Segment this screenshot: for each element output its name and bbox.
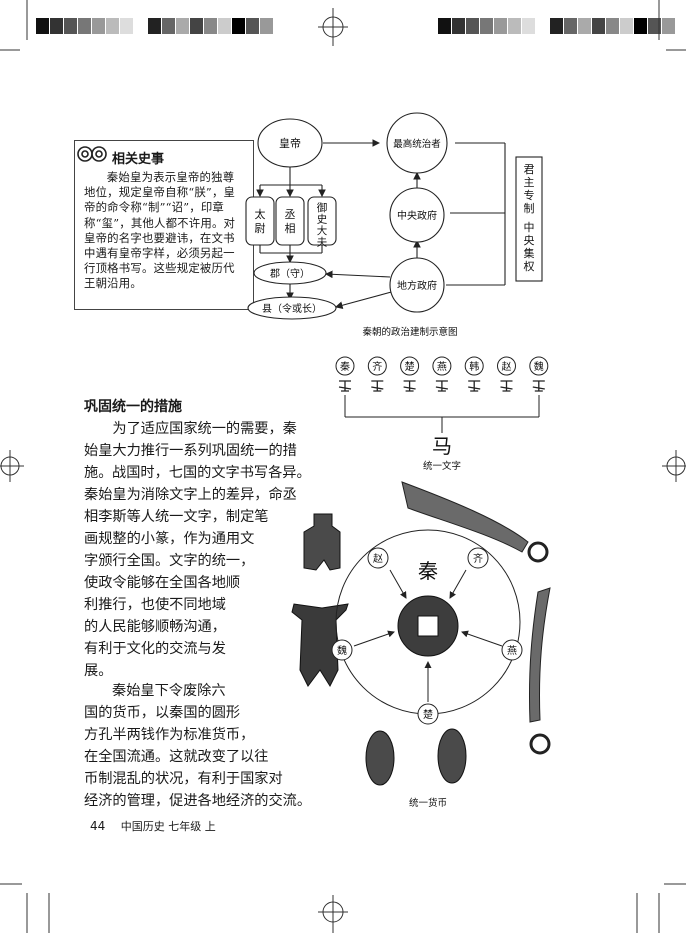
currency-state-label: 燕 [507,645,517,657]
seal-script-glyph [371,380,384,392]
local-government-node [389,257,445,313]
state-label: 魏 [534,360,544,373]
unified-currency-caption: 统一货币 [409,797,447,809]
related-history-title: 相关史事 [112,152,165,167]
paragraph-line: 画规整的小篆，作为通用文 [84,531,255,547]
seal-script-glyph [532,380,545,392]
state-circle [529,356,549,376]
knife-coin-right [528,587,551,755]
county-label: 县（令或长） [262,302,322,315]
state-label: 秦 [340,360,350,373]
currency-state-circle [367,547,389,569]
ant-nose-coin-right [437,728,467,784]
registration-mark-right [662,450,686,482]
seal-script-glyph [468,380,481,392]
book-title: 中国历史 七年级 上 [120,820,216,833]
currency-state-label: 赵 [373,552,383,565]
related-history-text: 秦始皇为表示皇帝的独尊地位，规定皇帝自称“朕”，皇帝的命令称“制”“诏”，印章称… [84,170,236,291]
currency-state-circle [331,639,353,661]
supreme-ruler-node [386,112,448,174]
paragraph-line: 秦始皇为消除文字上的差异，命丞 [84,487,297,503]
seal-script-glyph [500,380,513,392]
centralization-box [515,156,543,282]
paragraph-line: 经济的管理，促进各地经济的交流。 [84,793,312,809]
local-government-label: 地方政府 [397,279,437,292]
paragraph-line: 币制混乱的状况，有利于国家对 [84,771,283,787]
paragraph-line: 在全国流通。这就改变了以往 [84,749,269,765]
page-footer: 44 中国历史 七年级 上 [90,818,216,834]
unified-script-diagram: 秦 齐 楚 燕 韩 赵 魏 马 统一文字 [335,356,549,472]
seal-script-glyph [338,380,352,392]
print-color-bar-left [36,18,274,34]
state-label: 楚 [405,360,415,373]
paragraph-line: 有利于文化的交流与发 [84,641,226,657]
state-circle [400,356,420,376]
paragraph-intro: 为了适应国家统一的需要，秦始皇大力推行一系列巩固统一的措施。 [84,421,297,481]
state-circle [335,356,355,376]
state-label: 赵 [502,360,512,373]
paragraph-line: 战国时，七国的文字书写各异。 [112,465,311,481]
state-circle [464,356,484,376]
taiwei-node [245,196,275,246]
county-node [247,296,337,320]
currency-state-circle [467,547,489,569]
paragraph-line: 的人民能够顺畅沟通， [84,619,226,635]
currency-state-circle [417,703,439,725]
paragraph-line: 方孔半两钱作为标准货币， [84,727,255,743]
chengxiang-label: 丞相 [285,208,296,235]
unified-currency-diagram: 秦 赵 齐魏 燕楚 统一货币 [291,481,551,809]
swirl-icon [77,146,107,162]
seal-script-glyph [403,380,416,392]
state-label: 齐 [372,360,382,373]
yushi-label: 御史大夫 [317,201,328,249]
small-seal-glyph: 马 [432,434,452,458]
chengxiang-node [275,196,305,246]
state-circle [497,356,516,376]
state-label: 燕 [437,361,447,373]
taiwei-label: 太尉 [255,208,266,235]
knife-coin-top [401,481,549,563]
spade-coin-bottom [291,603,349,688]
seal-script-glyph [435,380,449,392]
paragraph-line: 相李斯等人统一文字，制定笔 [84,509,269,525]
political-structure-diagram: 皇帝 最高统治者 中央政府 地方政府 郡（守） 县（令或长） 秦朝的政治建制示意… [245,112,543,338]
commandery-node [253,261,327,285]
state-label: 韩 [469,360,479,373]
currency-state-circle [501,639,523,661]
centralization-label: 中央集权 [524,221,535,273]
registration-mark-bottom [318,895,348,933]
banliang-coin [397,595,459,657]
central-government-node [389,187,445,243]
emperor-node [257,118,323,168]
paragraph-line: 使政令能够在全国各地顺 [84,575,241,591]
qin-label: 秦 [418,559,438,583]
commandery-label: 郡（守） [270,267,310,280]
section-heading: 巩固统一的措施 [84,399,182,415]
state-circle [432,356,452,376]
registration-mark-left [0,450,24,482]
registration-mark-top [318,8,348,46]
currency-state-label: 楚 [423,708,433,721]
diagram-caption: 秦朝的政治建制示意图 [362,326,457,338]
spade-coin-top [303,513,341,571]
unified-script-caption: 统一文字 [423,460,461,472]
page-number: 44 [90,819,106,833]
paragraph-line: 展。 [84,663,113,679]
paragraph-line: 秦始皇下令废除六 [112,683,226,699]
print-color-bar-right [438,18,676,34]
paragraph-line: 字颁行全国。文字的统一， [84,553,255,569]
ant-nose-coin-left [365,730,395,786]
paragraph-line: 国的货币，以秦国的圆形 [84,705,241,721]
paragraph-line: 利推行，也使不同地域 [84,597,226,613]
currency-state-label: 齐 [473,552,483,565]
autocracy-label: 君主专制 [524,163,535,215]
yushi-node [307,196,337,246]
central-government-label: 中央政府 [397,209,437,222]
supreme-ruler-label: 最高统治者 [393,138,441,150]
emperor-label: 皇帝 [279,136,301,150]
state-circle [367,356,387,376]
currency-state-label: 魏 [337,644,347,657]
